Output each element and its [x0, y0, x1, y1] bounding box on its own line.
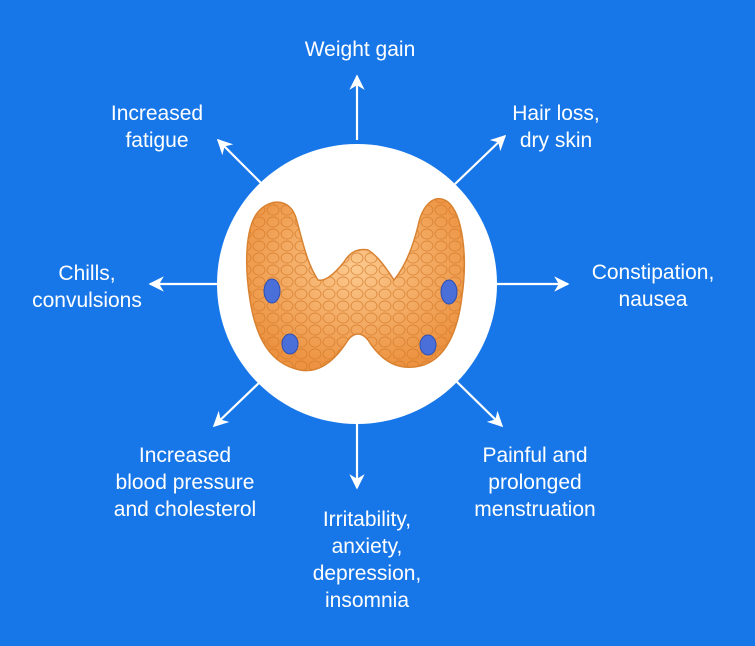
arrows [148, 74, 570, 490]
nodule-right-lower [419, 334, 437, 356]
symptom-menstruation: Painful and prolonged menstruation [474, 444, 596, 521]
arrow-down-right [454, 379, 504, 428]
symptom-constipation: Constipation, nausea [591, 261, 715, 311]
arrow-up-right [454, 134, 507, 185]
arrow-up-left [216, 138, 263, 185]
symptom-weight-gain: Weight gain [304, 38, 416, 61]
arrow-down-left [212, 379, 263, 428]
nodule-right-upper [440, 279, 458, 305]
thyroid-gland-icon [246, 197, 466, 372]
symptom-hair-loss: Hair loss, dry skin [512, 102, 600, 152]
symptom-increased-fatigue: Increased fatigue [110, 102, 204, 152]
symptom-blood-pressure: Increased blood pressure and cholesterol [113, 444, 257, 521]
nodule-left-lower [281, 333, 299, 355]
symptom-irritability: Irritability, anxiety, depression, insom… [312, 508, 422, 612]
nodule-left-upper [263, 278, 281, 304]
symptom-chills: Chills, convulsions [32, 262, 142, 312]
